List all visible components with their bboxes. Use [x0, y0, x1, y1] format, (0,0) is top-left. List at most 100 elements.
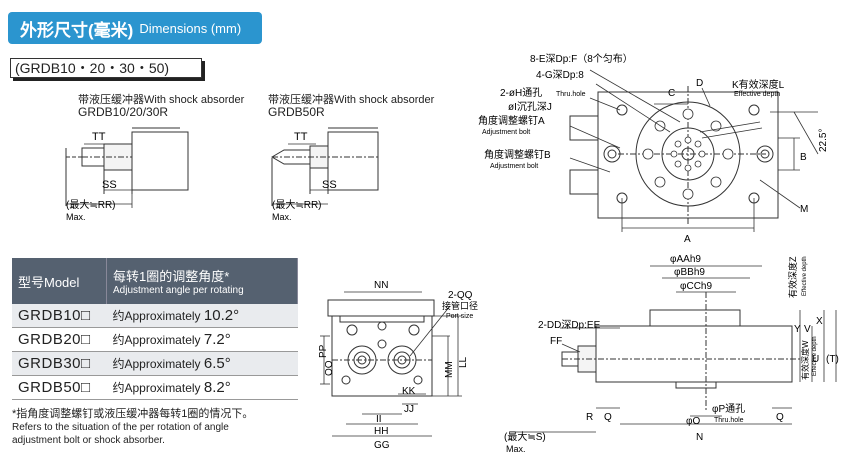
front-view-drawing: NN 2-QQ 接管口径 Port size OO PP MM LL KK JJ… [318, 280, 478, 451]
shock-left-max: Max. [66, 212, 86, 222]
shock-left-caption-text: 带液压缓冲器With shock absorder [78, 94, 245, 106]
row-model: GRDB30□ [12, 351, 107, 376]
row-model: GRDB20□ [12, 327, 107, 352]
section-header: 外形尺寸(毫米) Dimensions (mm) [8, 12, 262, 44]
row-prefix: 约Approximately [112, 381, 201, 395]
top-g-label: 4-G深Dp:8 [536, 69, 584, 81]
table-header-angle-en: Adjustment angle per rotating [113, 285, 244, 296]
side-dd-label: 2-DD深Dp:EE [538, 319, 601, 331]
shock-left-model: GRDB10/20/30R [78, 105, 169, 119]
top-d: D [696, 78, 703, 89]
front-hh: HH [374, 426, 388, 437]
side-view-drawing: φAAh9 φBBh9 φCCh9 有效深度Z Effective depth … [504, 254, 839, 454]
table-header-angle-cn: 每转1圈的调整角度* [113, 269, 230, 284]
side-s-max: Max. [506, 444, 526, 454]
row-angle: 6.5° [203, 355, 231, 372]
side-p-sub: Thru.hole [714, 417, 744, 424]
front-qq: 2-QQ [448, 290, 473, 301]
front-kk: KK [402, 386, 416, 397]
front-oo: OO [324, 360, 335, 376]
side-q2: Q [776, 412, 784, 423]
front-ll: LL [458, 356, 469, 368]
shock-left-caption: 带液压缓冲器With shock absorder GRDB10/20/30R [78, 94, 244, 118]
row-value: 约Approximately 10.2° [106, 304, 298, 328]
side-z-sub: Effective depth [802, 256, 808, 296]
shock-right-ss: SS [322, 179, 337, 191]
top-k-label: K有效深度L [732, 78, 785, 91]
row-model: GRDB50□ [12, 375, 107, 400]
side-x: X [816, 316, 823, 327]
table-row: GRDB30□ 约Approximately 6.5° [12, 351, 298, 376]
row-angle: 10.2° [203, 307, 240, 324]
top-k-sub: Effective depth [734, 91, 780, 98]
row-angle: 8.2° [203, 379, 231, 396]
front-nn: NN [374, 280, 388, 291]
top-adj-a-en: Adjustment bolt [482, 129, 530, 136]
footnote-en-2: adjustment bolt or shock absorber. [12, 435, 165, 446]
front-qq-en: Port size [446, 313, 473, 320]
footnote-cn: *指角度调整螺钉或液压缓冲器每转1圈的情况下。 [12, 408, 254, 420]
table-row: GRDB10□ 约Approximately 10.2° [12, 304, 298, 328]
side-v: V [804, 324, 811, 335]
shock-right-caption: 带液压缓冲器With shock absorder GRDB50R [268, 94, 434, 118]
row-value: 约Approximately 7.2° [106, 327, 298, 352]
table-row: GRDB20□ 约Approximately 7.2° [12, 327, 298, 352]
adjustment-table: 型号Model 每转1圈的调整角度* Adjustment angle per … [12, 258, 298, 400]
model-series-box: (GRDB10・20・30・50) [10, 58, 202, 78]
top-b: B [800, 152, 807, 163]
front-mm: MM [444, 361, 455, 378]
top-view-drawing: 8-E深Dp:F（8个匀布） 4-G深Dp:8 2-øH通孔 Thru.hole… [478, 53, 829, 242]
row-angle: 7.2° [203, 331, 231, 348]
shock-right-model: GRDB50R [268, 105, 325, 119]
side-t: (T) [826, 354, 839, 365]
front-pp: PP [318, 344, 329, 358]
side-ff: FF [550, 336, 562, 347]
shock-right-drawing: TT SS (最大≒RR) Max. [271, 127, 379, 222]
side-y: Y [794, 324, 801, 335]
front-gg: GG [374, 440, 390, 451]
front-jj: JJ [404, 404, 414, 415]
table-header-model: 型号Model [12, 258, 107, 304]
top-adj-a: 角度调整螺钉A [478, 114, 545, 127]
shock-left-ss: SS [102, 179, 117, 191]
header-title-cn: 外形尺寸(毫米) [20, 20, 134, 40]
top-adj-b: 角度调整螺钉B [484, 148, 551, 161]
side-q: Q [604, 412, 612, 423]
row-prefix: 约Approximately [112, 357, 201, 371]
side-cch9: φCCh9 [680, 281, 712, 292]
row-model: GRDB10□ [12, 304, 107, 328]
top-m: M [800, 204, 808, 215]
side-r: R [586, 412, 593, 423]
side-n: N [696, 432, 703, 443]
footnote: *指角度调整螺钉或液压缓冲器每转1圈的情况下。 Refers to the si… [12, 408, 302, 447]
shock-right-rr: (最大≒RR) [272, 198, 322, 211]
shock-left-tt: TT [92, 131, 106, 143]
top-a: A [684, 234, 691, 242]
row-value: 约Approximately 6.5° [106, 351, 298, 376]
shock-left-rr: (最大≒RR) [66, 198, 116, 211]
top-h-sub: Thru.hole [556, 91, 586, 98]
top-h-label: 2-øH通孔 [500, 87, 542, 99]
top-adj-b-en: Adjustment bolt [490, 163, 538, 170]
header-title-en: Dimensions (mm) [139, 20, 242, 36]
side-p-label: φP通孔 [712, 403, 745, 415]
shock-right-max: Max. [272, 212, 292, 222]
row-prefix: 约Approximately [112, 309, 201, 323]
side-o: φO [686, 416, 700, 427]
side-w-label: 有效深度W [800, 340, 810, 380]
side-aah9: φAAh9 [670, 254, 701, 265]
shock-right-caption-text: 带液压缓冲器With shock absorder [268, 94, 435, 106]
top-angle: 22.5° [818, 129, 829, 152]
table-header-angle: 每转1圈的调整角度* Adjustment angle per rotating [106, 258, 298, 304]
table-row: GRDB50□ 约Approximately 8.2° [12, 375, 298, 400]
row-prefix: 约Approximately [112, 333, 201, 347]
top-j-label: øI沉孔深J [508, 100, 552, 113]
side-u: U [812, 354, 819, 365]
front-ii: II [376, 414, 382, 425]
side-z-label: 有效深度Z [787, 256, 798, 298]
top-e-label: 8-E深Dp:F（8个匀布） [530, 53, 633, 65]
side-w-sub: Effective depth [812, 336, 818, 376]
side-s: (最大≒S) [504, 430, 546, 443]
shock-right-tt: TT [294, 131, 308, 143]
shock-left-drawing: TT SS (最大≒RR) Max. [65, 127, 189, 222]
